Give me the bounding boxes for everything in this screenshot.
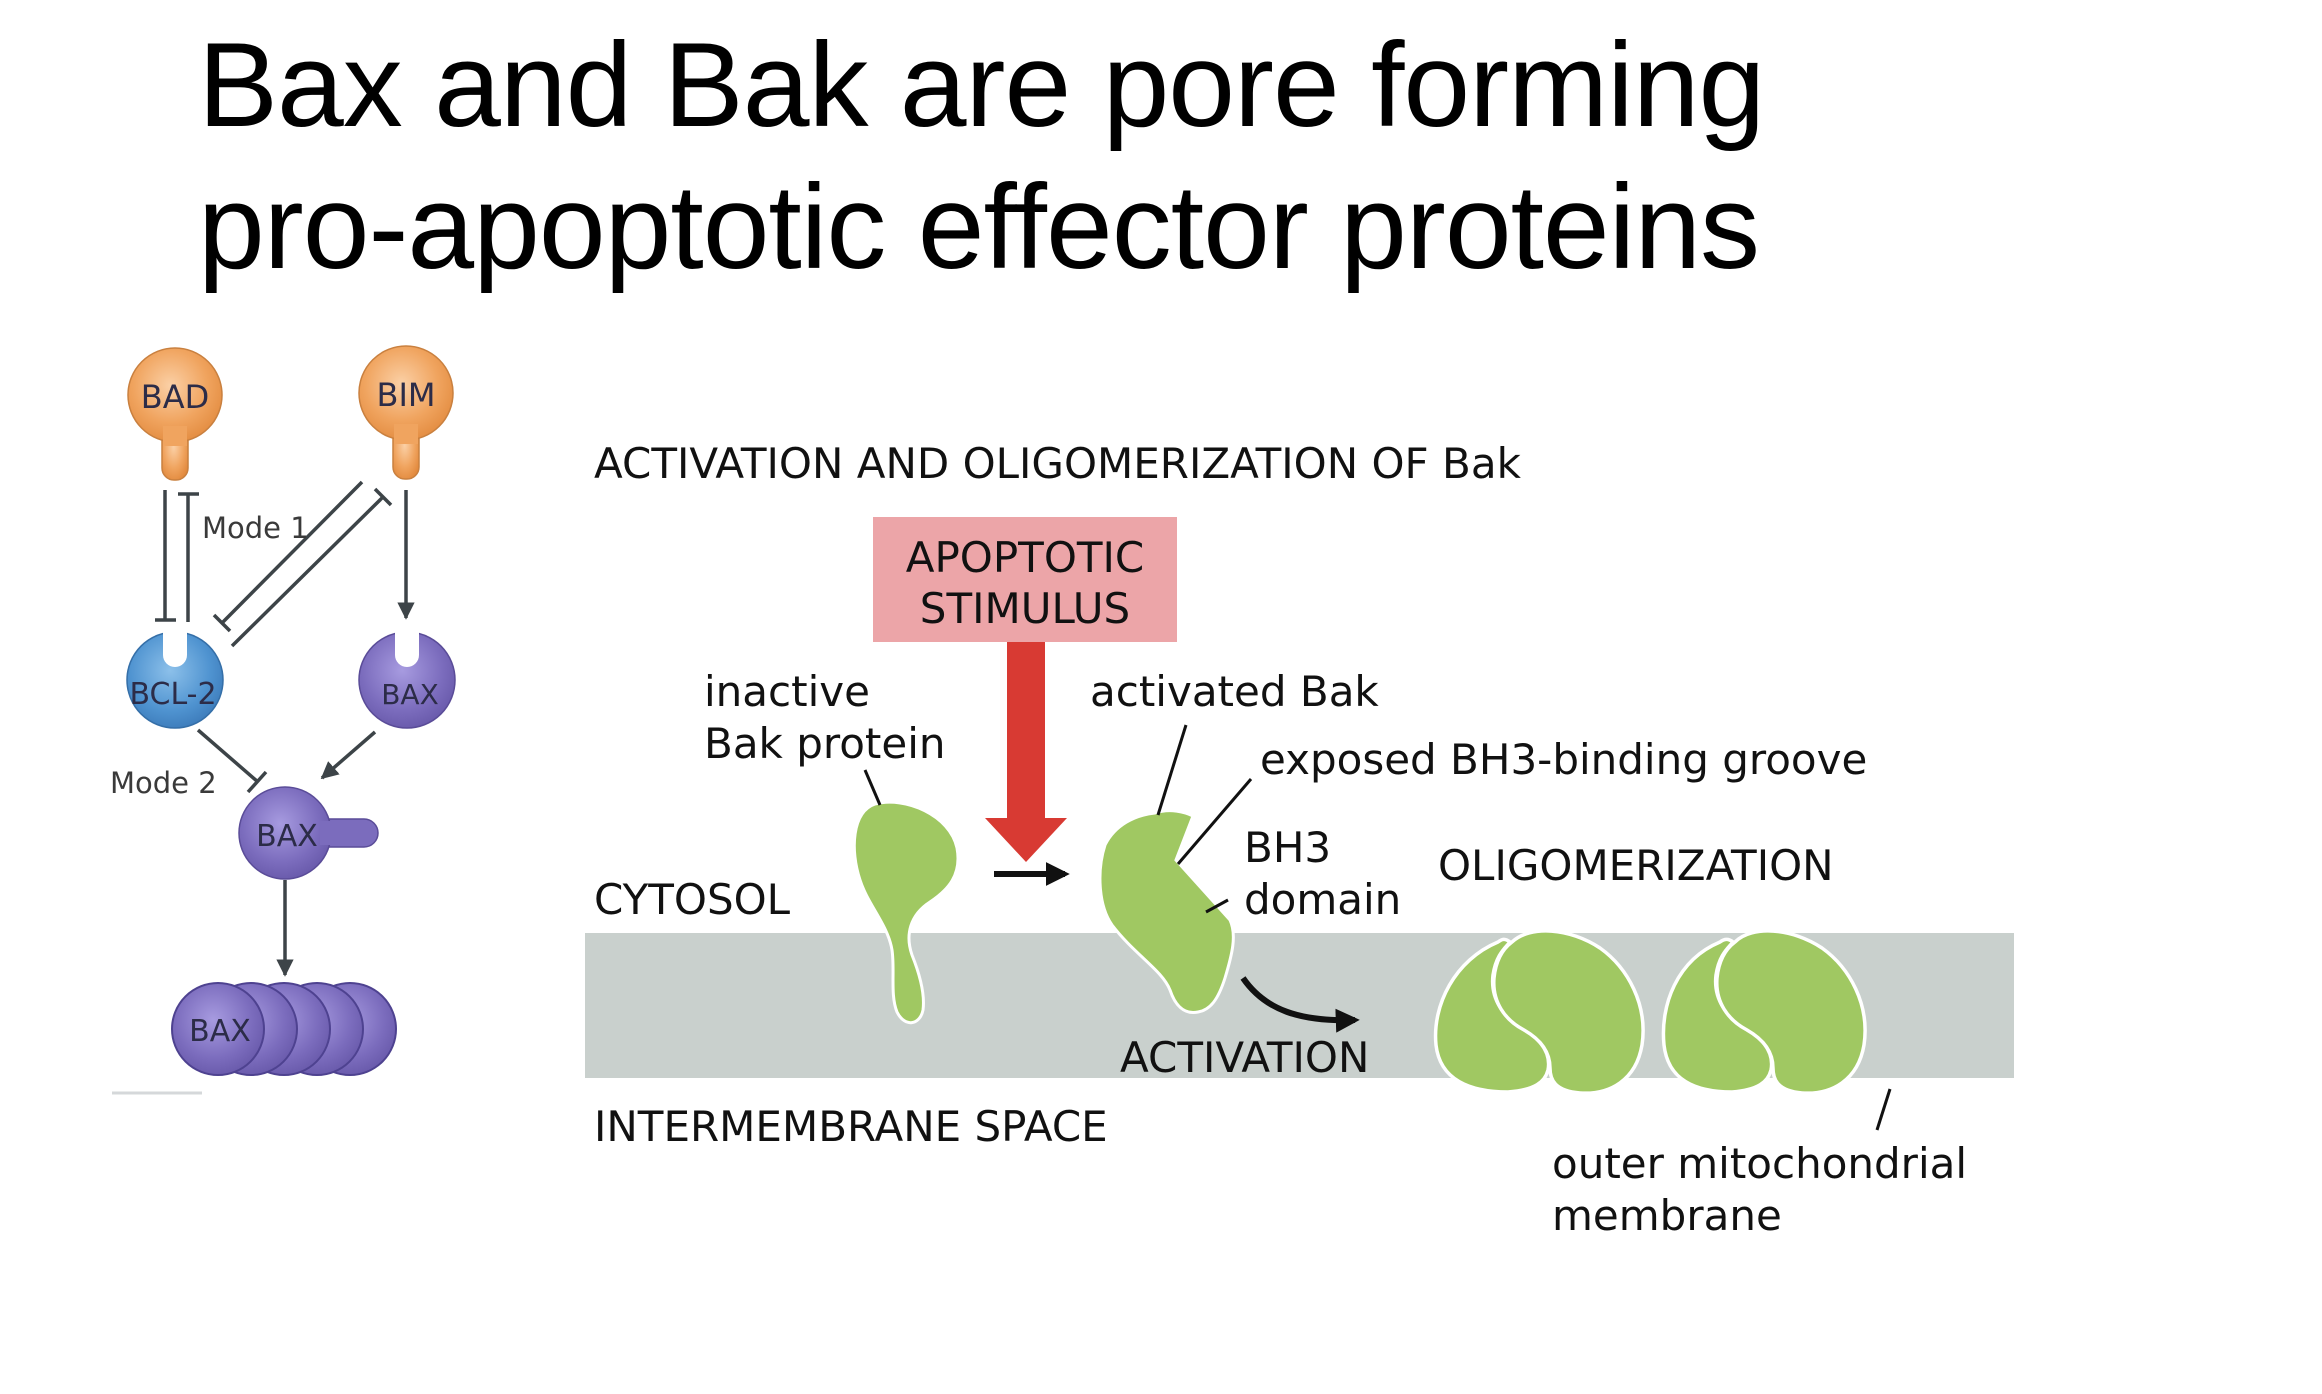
- intermembrane-space-label: INTERMEMBRANE SPACE: [594, 1102, 1108, 1151]
- bak-dimer-1: [1433, 929, 1645, 1095]
- bax-oligomer: BAX: [171, 982, 397, 1076]
- inactive-bak-pointer: [863, 769, 882, 806]
- inactive-bak-label-1: inactive: [704, 667, 870, 716]
- bak-dimer-2: [1661, 929, 1867, 1095]
- bax-active-label: BAX: [256, 819, 318, 854]
- stimulus-box: [873, 517, 1177, 642]
- slide-title: Bax and Bak are pore forming pro-apoptot…: [198, 14, 1765, 298]
- mode1-connectors: [155, 480, 415, 648]
- bad-label: BAD: [141, 378, 209, 416]
- bh3-label-1: BH3: [1244, 823, 1331, 872]
- bax-inactive-label: BAX: [381, 678, 439, 711]
- stimulus-line-2: STIMULUS: [920, 584, 1130, 633]
- oligomerization-label: OLIGOMERIZATION: [1438, 841, 1834, 890]
- bad-protein: BAD: [127, 347, 223, 481]
- bax-inactive-protein: BAX: [358, 628, 456, 729]
- inactive-bak-shape: [852, 800, 960, 1025]
- activated-bak-label: activated Bak: [1090, 667, 1379, 716]
- mode2-label: Mode 2: [110, 766, 217, 800]
- outer-membrane-label-2: membrane: [1552, 1191, 1782, 1240]
- bcl2-protein: BCL-2: [126, 628, 224, 729]
- mode2-connectors: [196, 728, 377, 977]
- outer-membrane-label-1: outer mitochondrial: [1552, 1139, 1967, 1188]
- groove-pointer: [1176, 778, 1253, 865]
- bax-oligomer-label: BAX: [189, 1014, 251, 1049]
- activated-bak-shape: [1098, 809, 1235, 1015]
- groove-label: exposed BH3-binding groove: [1260, 735, 1867, 784]
- bim-label: BIM: [377, 376, 436, 414]
- diagram-heading: ACTIVATION AND OLIGOMERIZATION OF Bak: [594, 439, 1522, 488]
- membrane-pointer: [1875, 1088, 1892, 1131]
- slide-title-line-1: Bax and Bak are pore forming: [198, 18, 1765, 152]
- stimulus-arrow-head-icon: [985, 818, 1067, 862]
- bak-activation-diagram: ACTIVATION AND OLIGOMERIZATION OF Bak AP…: [585, 439, 2014, 1240]
- activated-bak-pointer: [1156, 724, 1188, 816]
- stimulus-line-1: APOPTOTIC: [906, 533, 1145, 582]
- bh3-label-2: domain: [1244, 875, 1401, 924]
- activation-label: ACTIVATION: [1120, 1033, 1369, 1082]
- bcl2-label: BCL-2: [129, 677, 216, 712]
- cytosol-label: CYTOSOL: [594, 875, 791, 924]
- mode1-label: Mode 1: [202, 511, 309, 545]
- inactive-bak-label-2: Bak protein: [704, 719, 946, 768]
- bim-protein: BIM: [358, 345, 454, 480]
- bh3-domain-pointer: [1205, 898, 1229, 914]
- apoptotic-stimulus: APOPTOTIC STIMULUS: [873, 517, 1177, 862]
- activation-arrow-icon: [1240, 976, 1360, 1033]
- bcl2-family-diagram: BAD BIM Mode 1 BCL-2: [110, 345, 456, 1095]
- bax-active-protein: BAX: [238, 786, 379, 880]
- stimulus-arrow-shaft: [1007, 642, 1045, 820]
- slide-title-line-2: pro-apoptotic effector proteins: [198, 160, 1760, 294]
